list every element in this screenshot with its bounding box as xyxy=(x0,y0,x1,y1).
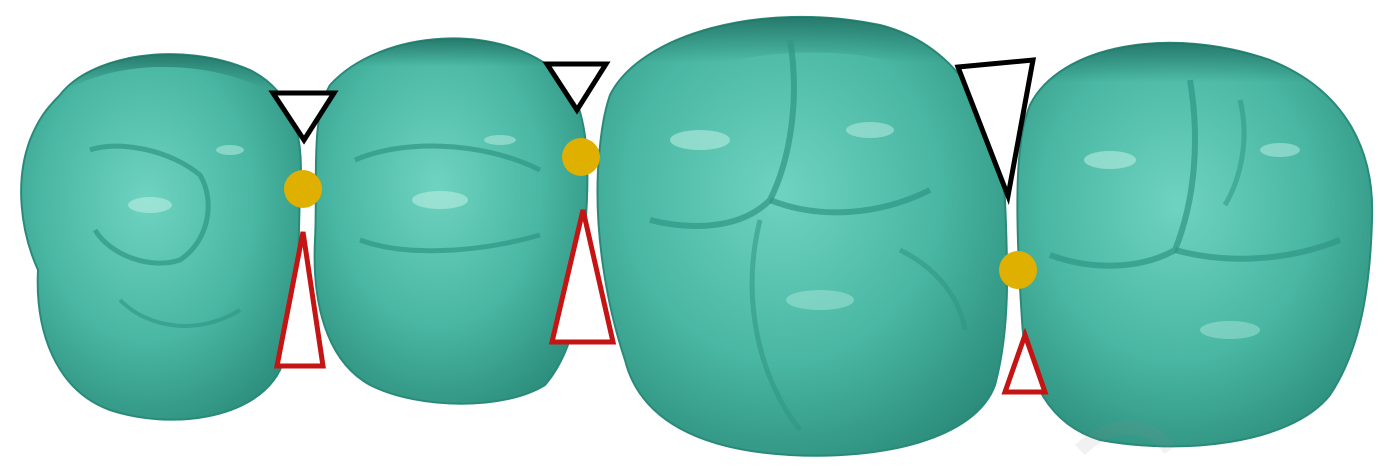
tooth-2 xyxy=(315,38,588,403)
contact-point-3 xyxy=(999,251,1037,289)
tooth-4 xyxy=(1017,43,1372,447)
tooth-1 xyxy=(21,54,301,419)
tooth-3 xyxy=(597,17,1007,456)
contact-point-1 xyxy=(284,170,322,208)
contact-point-2 xyxy=(562,138,600,176)
